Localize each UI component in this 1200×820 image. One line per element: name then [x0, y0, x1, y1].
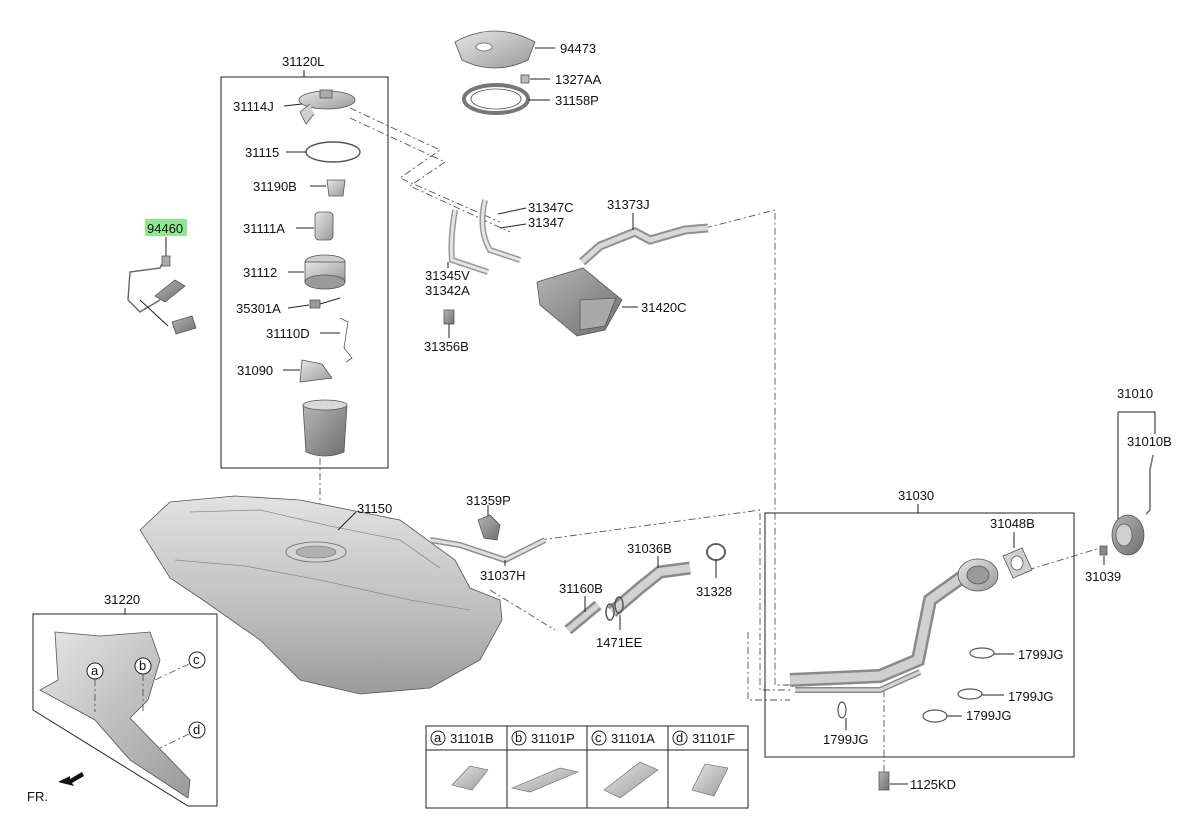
- marker-c: c: [154, 651, 206, 681]
- marker-b: b: [134, 657, 152, 712]
- callout-31039: 31039: [1085, 569, 1121, 584]
- callout-31010: 31010: [1117, 386, 1153, 401]
- callout-31342A: 31342A: [425, 283, 470, 298]
- callout-31359P: 31359P: [466, 493, 511, 508]
- callout-31110D: 31110D: [266, 326, 310, 341]
- pad-part-31101F: 31101F: [692, 731, 735, 746]
- callout-31150: 31150: [357, 501, 392, 516]
- svg-text:a: a: [434, 730, 442, 745]
- callout-31345V: 31345V: [425, 268, 470, 283]
- callout-31048B: 31048B: [990, 516, 1035, 531]
- pad-table: a 31101B b 31101P c 31101A d 31101F: [425, 725, 749, 809]
- callout-94473: 94473: [560, 41, 596, 56]
- callout-1471EE: 1471EE: [596, 635, 643, 650]
- cover-plate-94473: 94473: [454, 30, 596, 69]
- pad-c: c 31101A: [591, 730, 659, 799]
- vapor-system: 31347C 31347 31345V 31342A 31373J 31420C…: [424, 197, 709, 354]
- callout-31030: 31030: [898, 488, 934, 503]
- callout-31037H: 31037H: [480, 568, 526, 583]
- callout-31090: 31090: [237, 363, 273, 378]
- callout-31112: 31112: [243, 265, 277, 280]
- marker-d: d: [159, 721, 206, 749]
- bolt-1125KD: 1125KD: [878, 771, 956, 792]
- pad-part-31101B: 31101B: [450, 731, 494, 746]
- callout-31190B: 31190B: [253, 179, 297, 194]
- pad-a: a 31101B: [430, 730, 494, 791]
- callout-31420C: 31420C: [641, 300, 687, 315]
- bolt-1327AA: 1327AA: [520, 72, 602, 87]
- marker-a: a: [86, 662, 104, 712]
- lock-ring-31158P: 31158P: [462, 83, 599, 115]
- front-indicator: FR.: [27, 772, 84, 804]
- callout-31220: 31220: [104, 592, 140, 607]
- callout-31160B: 31160B: [559, 581, 603, 596]
- callout-1327AA: 1327AA: [555, 72, 602, 87]
- callout-1125KD: 1125KD: [910, 777, 956, 792]
- highlight-94460: [145, 219, 187, 236]
- svg-text:a: a: [91, 663, 99, 678]
- callout-31115: 31115: [245, 145, 279, 160]
- callout-1799JG-b: 1799JG: [1008, 689, 1054, 704]
- svg-text:b: b: [139, 658, 146, 673]
- pad-part-31101P: 31101P: [531, 731, 575, 746]
- pad-d: d 31101F: [672, 730, 735, 797]
- callout-31328: 31328: [696, 584, 732, 599]
- svg-text:c: c: [595, 730, 602, 745]
- fuel-door-group: 31010 31010B 31039: [1085, 386, 1172, 584]
- heat-shield-group: 31220 a b c d: [32, 592, 218, 807]
- pad-b: b 31101P: [511, 730, 579, 793]
- callout-31347C: 31347C: [528, 200, 574, 215]
- front-arrow-icon: [58, 772, 84, 786]
- fuel-tank-31150: 31150: [139, 495, 503, 695]
- callout-31036B: 31036B: [627, 541, 672, 556]
- callout-1799JG-d: 1799JG: [823, 732, 869, 747]
- pad-part-31101A: 31101A: [611, 731, 655, 746]
- heat-shield-frame: [32, 613, 218, 807]
- svg-text:d: d: [193, 722, 200, 737]
- routing-lines: [319, 107, 1101, 772]
- svg-text:d: d: [676, 730, 683, 745]
- pump-module-frame: [220, 76, 389, 469]
- svg-text:c: c: [193, 652, 200, 667]
- callout-31120L: 31120L: [282, 54, 324, 69]
- callout-31373J: 31373J: [607, 197, 650, 212]
- callout-1799JG-a: 1799JG: [1018, 647, 1064, 662]
- callout-31010B: 31010B: [1127, 434, 1172, 449]
- callout-35301A: 35301A: [236, 301, 281, 316]
- front-label: FR.: [27, 789, 48, 804]
- callout-31158P: 31158P: [555, 93, 599, 108]
- callout-31356B: 31356B: [424, 339, 469, 354]
- filler-line-group: 31037H 31359P 31036B 31160B 1471EE 31328: [429, 493, 732, 650]
- callout-31111A: 31111A: [243, 221, 285, 236]
- callout-31347: 31347: [528, 215, 564, 230]
- callout-94460: 94460: [147, 221, 183, 236]
- svg-text:b: b: [515, 730, 522, 745]
- callout-31114J: 31114J: [233, 99, 274, 114]
- sender-94460: 94460: [127, 219, 197, 335]
- pump-module-group: 31120L 31114J 31115 31190B 31111A 31112 …: [220, 54, 389, 469]
- callout-1799JG-c: 1799JG: [966, 708, 1012, 723]
- filler-neck-frame: [764, 512, 1075, 758]
- filler-neck-group: 31030 31048B 1799JG 1799JG 1799JG 1799JG: [764, 488, 1075, 758]
